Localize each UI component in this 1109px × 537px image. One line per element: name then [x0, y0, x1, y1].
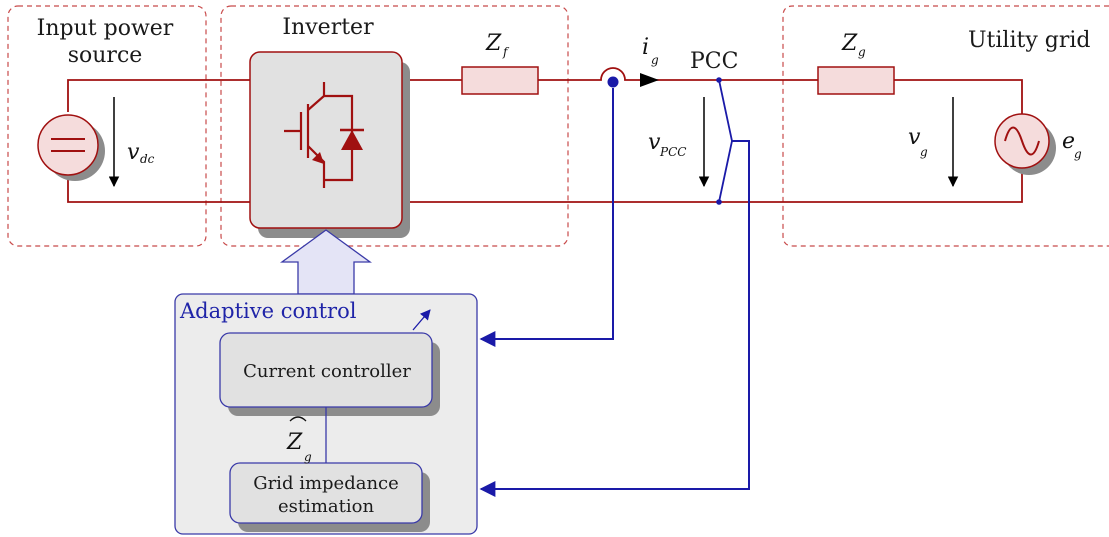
vdc-label: v	[127, 140, 140, 165]
utility-grid-frame	[782, 5, 1109, 247]
ig-sub: g	[651, 53, 659, 67]
pcc-label: PCC	[690, 49, 738, 74]
eg-label: e	[1062, 129, 1075, 154]
dc-source-icon	[37, 114, 105, 181]
input-power-source-title-line2: source	[68, 43, 143, 68]
zf-label: Z	[485, 31, 502, 56]
eg-sub: g	[1074, 147, 1082, 161]
control-signal-arrow	[280, 229, 372, 295]
ig-label: i	[642, 35, 649, 60]
adaptation-arrow	[412, 309, 431, 331]
zf-impedance	[461, 66, 539, 95]
zg-label: Z	[841, 31, 858, 56]
zg-hat-label: Z	[286, 430, 303, 455]
vdc-sub: dc	[140, 152, 155, 166]
zg-impedance	[817, 66, 895, 95]
vg-sub: g	[920, 145, 928, 159]
zg-sub: g	[858, 45, 866, 59]
current-controller-label: Current controller	[243, 361, 411, 382]
zf-sub: f	[502, 45, 510, 59]
vpcc-sub: PCC	[659, 145, 686, 159]
inverter-title: Inverter	[282, 15, 374, 40]
power-wires	[67, 67, 1023, 203]
diode-icon	[324, 94, 364, 182]
adaptive-control-title: Adaptive control	[179, 299, 357, 323]
ig-arrow	[640, 73, 659, 87]
utility-grid-title: Utility grid	[968, 28, 1090, 53]
grid-impedance-estimation-line2: estimation	[278, 496, 375, 517]
vg-label: v	[908, 125, 921, 150]
input-power-source-title-line1: Input power	[37, 16, 174, 41]
zg-hat-accent	[289, 416, 307, 422]
voltage-feedback-line	[479, 140, 750, 497]
grid-impedance-estimation-line1: Grid impedance	[253, 473, 399, 494]
ac-source-icon	[994, 113, 1056, 175]
inverter-block	[249, 51, 410, 238]
current-sensor-point	[607, 76, 619, 88]
pcc-voltage-sensor	[718, 79, 733, 203]
current-feedback-line	[479, 88, 614, 347]
zg-hat-sub: g	[304, 450, 312, 464]
inverter-frame	[220, 5, 569, 247]
igbt-emitter-arrow	[312, 152, 324, 164]
vpcc-label: v	[648, 130, 661, 155]
input-power-source-frame	[7, 5, 207, 247]
